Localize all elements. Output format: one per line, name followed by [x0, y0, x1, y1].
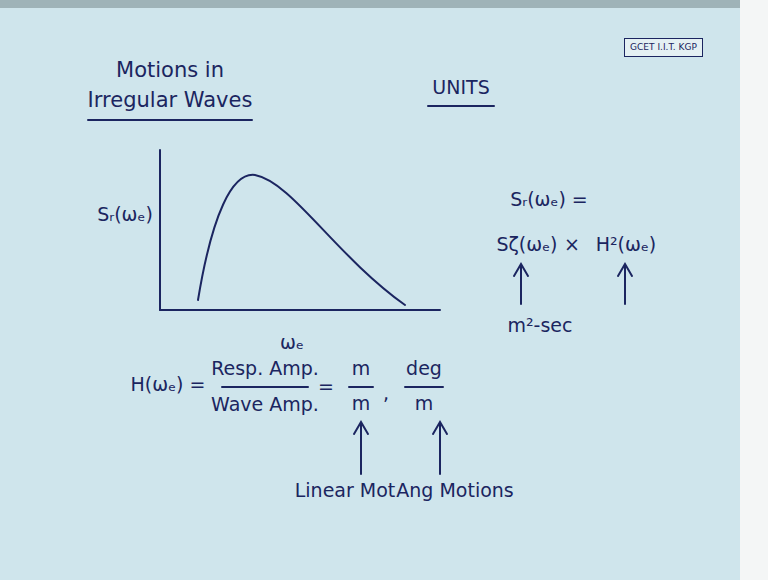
arrow-shaft [439, 424, 441, 474]
units-underline [428, 105, 494, 107]
equation-text: H(ωₑ) = [131, 374, 206, 396]
title-underline [88, 119, 252, 121]
fraction-bar [349, 386, 373, 388]
arrow-shaft [624, 266, 626, 304]
fraction-bar [405, 386, 443, 388]
arrow-head [514, 264, 528, 276]
logo-box: GCET I.I.T. KGP [624, 38, 703, 57]
equation-text: Sζ(ωₑ) [496, 234, 557, 256]
arrow-shaft [360, 424, 362, 474]
fraction-denominator: Wave Amp. [211, 394, 319, 416]
unit-label: m [352, 393, 371, 415]
y-axis [159, 150, 161, 310]
arrow-head [433, 422, 447, 434]
equation-text: Sᵣ(ωₑ) = [510, 189, 588, 211]
board-top-edge [0, 0, 740, 8]
note-label: Linear Mot [295, 480, 396, 502]
unit-label: deg [406, 358, 442, 380]
axis-label: Sᵣ(ωₑ) [97, 204, 153, 226]
equation-text: H²(ωₑ) [596, 234, 657, 256]
equation-text: , [383, 383, 389, 405]
unit-label: m [352, 358, 371, 380]
arrow-shaft [520, 266, 522, 304]
board-ground [0, 6, 740, 580]
arrow-head [354, 422, 368, 434]
slide-title: Motions in Irregular Waves [75, 55, 265, 115]
fraction-numerator: Resp. Amp. [211, 358, 319, 380]
equation-text: × [564, 234, 580, 256]
axis-label: ωₑ [280, 332, 304, 354]
units-heading: UNITS [432, 77, 489, 99]
unit-label: m [415, 393, 434, 415]
logo-text: GCET I.I.T. KGP [629, 42, 698, 53]
spectrum-curve [198, 175, 405, 305]
note-label: Ang Motions [396, 480, 513, 502]
fraction-bar [222, 386, 308, 388]
arrow-head [618, 264, 632, 276]
x-axis [160, 309, 440, 311]
unit-label: m²-sec [507, 315, 572, 337]
equation-text: = [318, 376, 334, 398]
